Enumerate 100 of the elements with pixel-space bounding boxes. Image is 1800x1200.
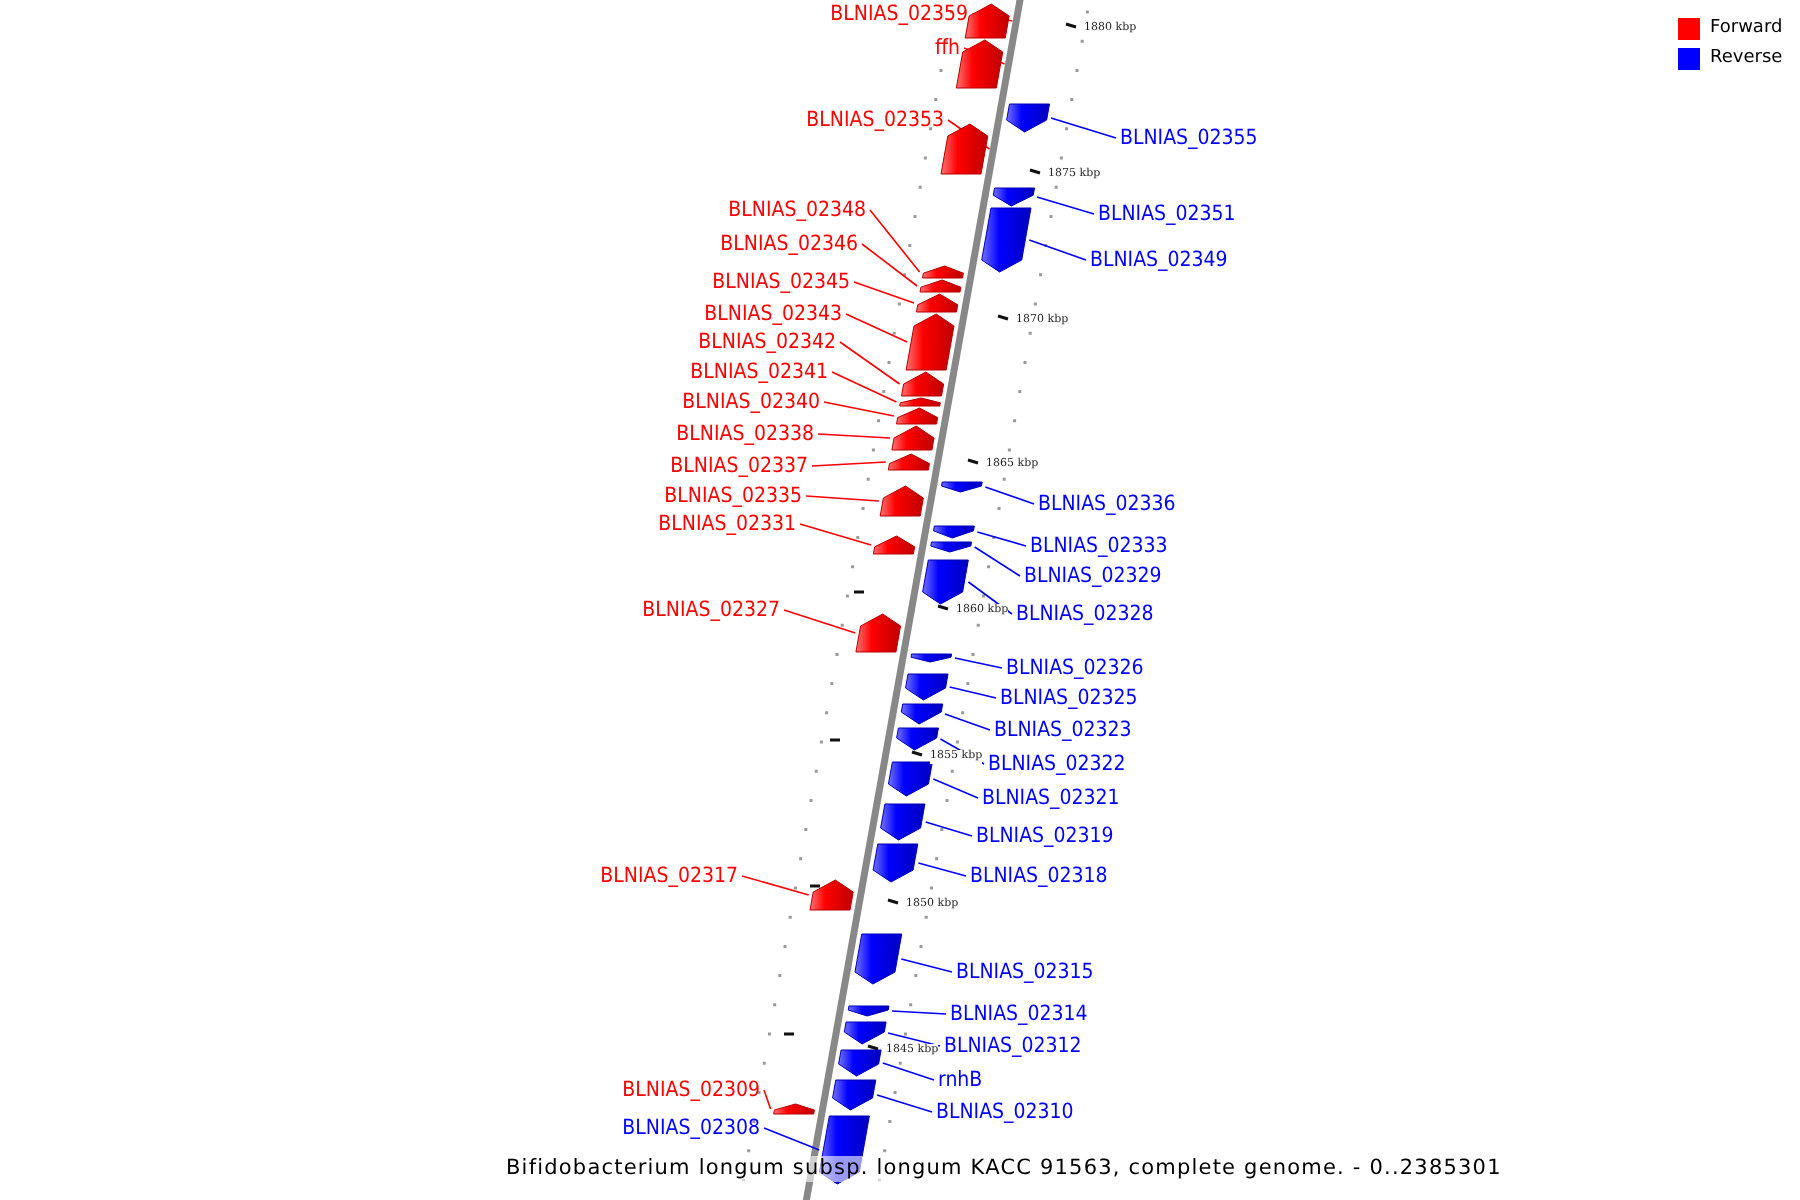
leader-line [861, 243, 918, 287]
gene-feature [941, 481, 983, 493]
leader-line [1036, 196, 1095, 215]
gene-feature [843, 1021, 887, 1045]
gene-label: BLNIAS_02351 [1098, 202, 1236, 226]
gene-label: BLNIAS_02331 [658, 512, 796, 536]
gene-label: BLNIAS_02323 [994, 718, 1132, 742]
gene-label: BLNIAS_02346 [720, 232, 858, 256]
gene-feature [887, 761, 933, 797]
leader-line [891, 1010, 947, 1015]
leader-line [1050, 117, 1117, 139]
gene-label: BLNIAS_02317 [600, 864, 738, 888]
gene-feature [1006, 103, 1050, 133]
gene-label: BLNIAS_02353 [806, 108, 944, 132]
gene-label: BLNIAS_02355 [1120, 126, 1258, 150]
leader-line [976, 531, 1027, 547]
gene-label: BLNIAS_02335 [664, 484, 802, 508]
leader-line [869, 209, 921, 273]
leader-line [917, 862, 967, 877]
gene-label: BLNIAS_02326 [1006, 656, 1144, 680]
gene-feature [773, 1103, 815, 1115]
gene-label: BLNIAS_02336 [1038, 492, 1176, 516]
leader-line [845, 313, 908, 343]
leader-line [839, 341, 901, 385]
leader-line [783, 609, 857, 634]
leader-line [967, 581, 1013, 615]
gene-label: BLNIAS_02345 [712, 270, 850, 294]
gene-feature [910, 653, 953, 663]
leader-line [823, 401, 895, 417]
leader-line [948, 686, 997, 699]
gene-feature [887, 453, 930, 471]
gene-label: BLNIAS_02309 [622, 1078, 760, 1102]
gene-feature [880, 803, 926, 841]
gene-label: BLNIAS_02312 [944, 1034, 1082, 1058]
gene-label: BLNIAS_02321 [982, 786, 1120, 810]
gene-label: BLNIAS_02348 [728, 198, 866, 222]
gene-feature [919, 279, 962, 293]
gene-label: BLNIAS_02310 [936, 1100, 1074, 1124]
leader-line [799, 523, 872, 546]
leader-line [853, 281, 915, 304]
gene-feature [930, 541, 972, 553]
gene-label: BLNIAS_02325 [1000, 686, 1138, 710]
gene-feature [854, 933, 903, 985]
gene-label: BLNIAS_02327 [642, 598, 780, 622]
gene-feature [809, 879, 854, 911]
gene-feature [964, 3, 1010, 39]
gene-label: BLNIAS_02337 [670, 454, 808, 478]
gene-feature [879, 485, 924, 517]
leader-line [805, 495, 880, 502]
gene-feature [891, 425, 935, 451]
gene-label: BLNIAS_02329 [1024, 564, 1162, 588]
gene-label: BLNIAS_02333 [1030, 534, 1168, 558]
gene-feature [872, 843, 919, 883]
leader-line [811, 461, 887, 467]
leader-line [763, 1089, 772, 1110]
gene-feature [955, 39, 1004, 89]
leader-line [973, 546, 1021, 577]
gene-feature [940, 123, 989, 175]
gene-feature [896, 727, 939, 751]
gene-label: BLNIAS_02328 [1016, 602, 1154, 626]
gene-feature [900, 703, 944, 725]
gene-feature [922, 559, 969, 605]
gene-feature [933, 525, 975, 539]
gene-label: BLNIAS_02342 [698, 330, 836, 354]
leader-line [924, 821, 973, 837]
leader-line [1028, 239, 1087, 261]
gene-feature [872, 535, 916, 555]
leader-line [876, 1094, 933, 1113]
gene-label: BLNIAS_02318 [970, 864, 1108, 888]
leader-line [817, 433, 891, 439]
gene-label: ffh [935, 36, 960, 60]
gene-label: rnhB [938, 1068, 983, 1092]
gene-label: BLNIAS_02341 [690, 360, 828, 384]
gene-feature [838, 1049, 882, 1077]
caption: Bifidobacterium longum subsp. longum KACC 91563, complete genome. - 0..2385301 [506, 1156, 1502, 1182]
gene-label: BLNIAS_02343 [704, 302, 842, 326]
gene-label: BLNIAS_02315 [956, 960, 1094, 984]
gene-feature [922, 265, 964, 279]
leader-line [900, 958, 953, 973]
gene-label: BLNIAS_02338 [676, 422, 814, 446]
leader-line [932, 778, 979, 799]
leader-line [944, 713, 991, 731]
leader-line [741, 875, 810, 896]
leader-line [763, 1127, 821, 1151]
legend-label: Reverse [1710, 48, 1783, 70]
leader-line [887, 1032, 941, 1047]
gene-feature [847, 1005, 890, 1017]
gene-label: BLNIAS_02308 [622, 1116, 760, 1140]
leader-line [963, 47, 1006, 65]
gene-feature [855, 613, 902, 653]
gene-label: BLNIAS_02319 [976, 824, 1114, 848]
leader-line [882, 1062, 935, 1081]
leader-line [954, 657, 1003, 669]
gene-label: BLNIAS_02322 [988, 752, 1126, 776]
leader-line [984, 486, 1035, 505]
leader-line [831, 371, 898, 403]
gene-label: BLNIAS_02359 [830, 2, 968, 26]
gene-label: BLNIAS_02314 [950, 1002, 1088, 1026]
gene-feature [832, 1079, 877, 1111]
legend-label: Forward [1710, 18, 1783, 40]
